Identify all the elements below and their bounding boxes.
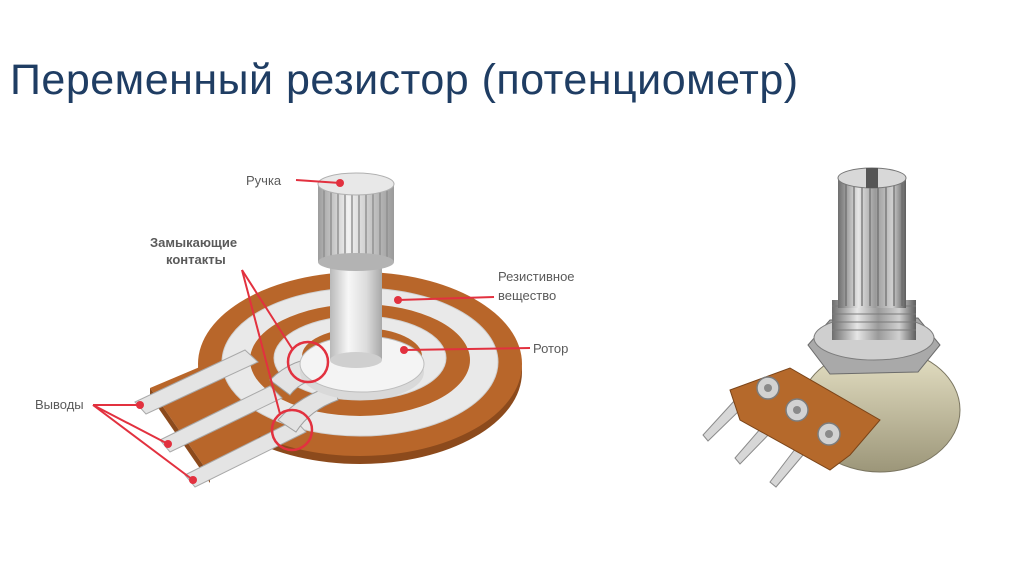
knob — [318, 173, 394, 271]
shaft — [330, 255, 382, 368]
resistive-material-label-line2: вещество — [498, 288, 556, 303]
potentiometer-diagram: Ручка Замыкающие контакты Резистивное ве… — [0, 150, 640, 530]
terminals-label: Выводы — [35, 397, 84, 412]
knob-label: Ручка — [246, 173, 282, 188]
closing-contacts-label-line1: Замыкающие — [150, 235, 237, 250]
resistive-material-label-line1: Резистивное — [498, 269, 575, 284]
closing-contacts-label-line2: контакты — [166, 252, 226, 267]
potentiometer-photo — [690, 158, 990, 498]
page-title: Переменный резистор (потенциометр) — [10, 56, 799, 105]
rotor-label: Ротор — [533, 341, 568, 356]
